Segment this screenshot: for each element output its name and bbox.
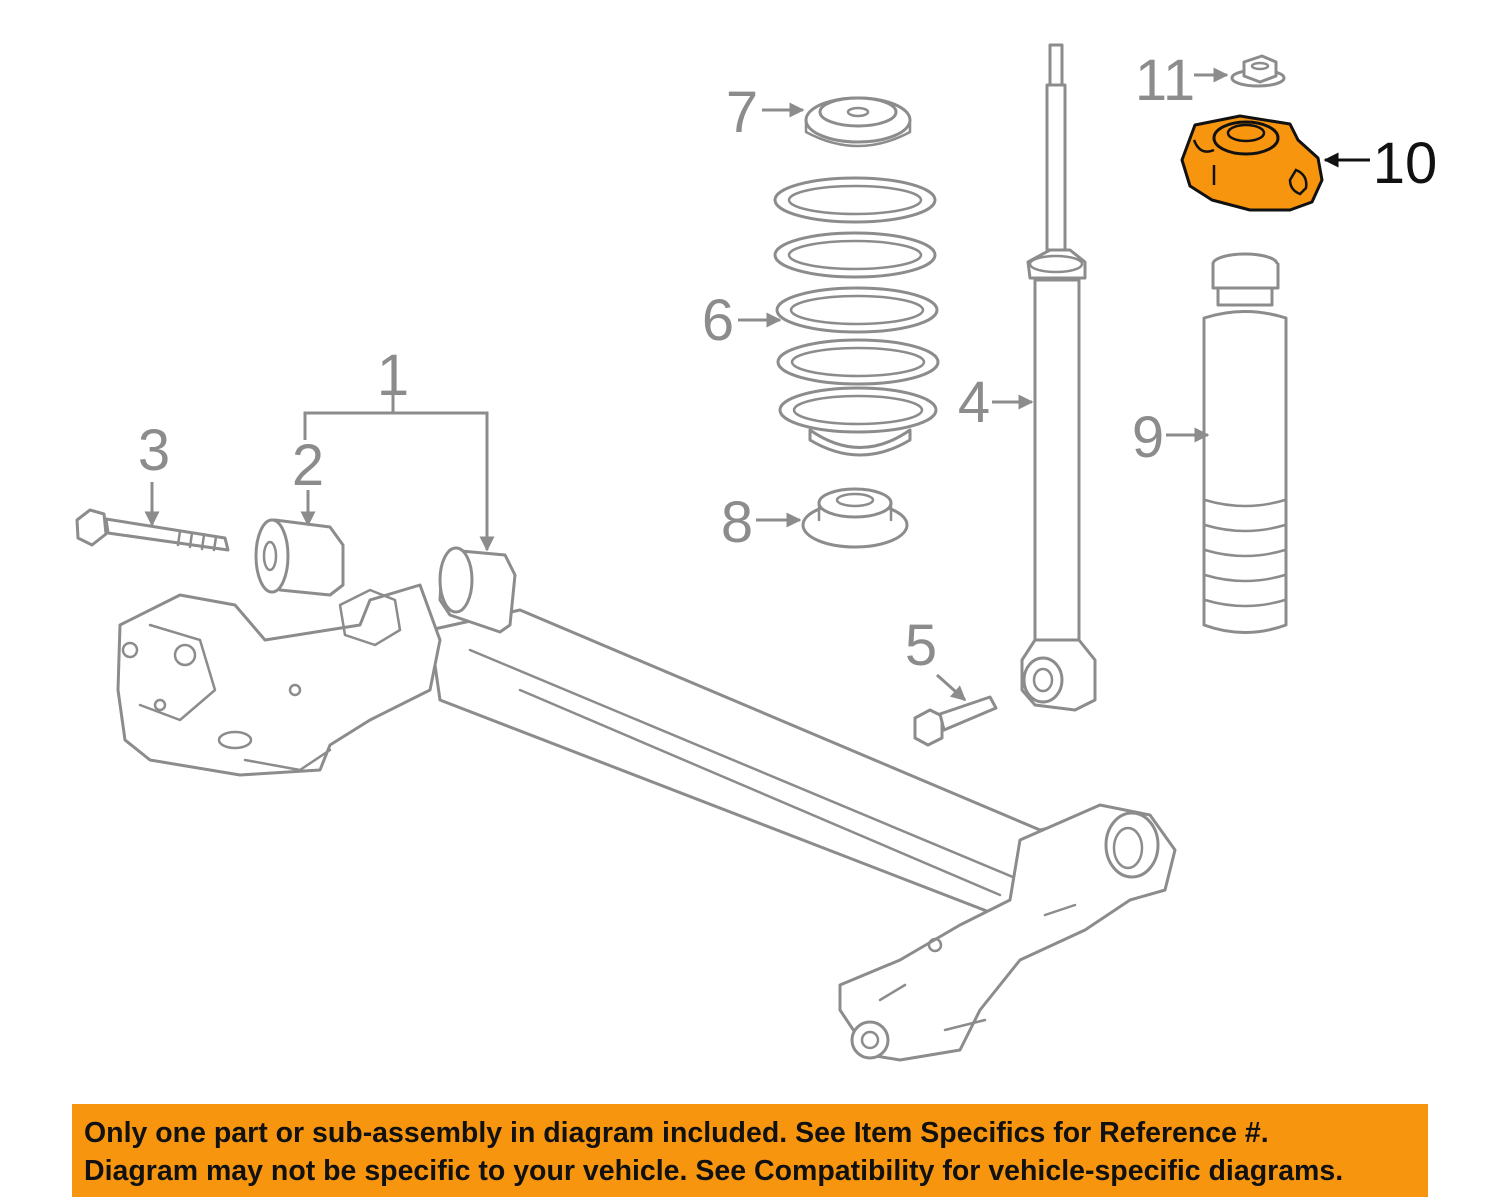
dust-boot [1202,252,1288,634]
callout-2: 2 [292,433,324,498]
leader-lines [144,67,1370,702]
callout-6: 6 [702,288,734,353]
callout-7: 7 [726,80,758,145]
callout-11: 11 [1135,48,1195,113]
upper-spring-seat [804,96,912,148]
callout-labels: 1 2 3 4 5 6 7 8 9 10 11 [138,48,1437,678]
lower-spring-seat [801,487,909,549]
notice-line-2: Diagram may not be specific to your vehi… [84,1155,1344,1187]
callout-5: 5 [905,613,937,678]
rear-axle-beam [116,546,1177,1062]
flange-nut [1230,54,1286,88]
callout-1: 1 [377,343,409,408]
notice-banner-background [72,1104,1428,1197]
shock-bolt [913,695,998,747]
coil-spring [773,176,940,457]
axle-bushing [254,518,345,597]
axle-bolt [75,508,230,552]
callout-10: 10 [1373,131,1438,196]
upper-shock-mount [1180,114,1324,212]
callout-9: 9 [1132,405,1164,470]
callout-8: 8 [721,490,753,555]
callout-3: 3 [138,418,170,483]
callout-4: 4 [958,370,990,435]
notice-line-1: Only one part or sub-assembly in diagram… [84,1117,1269,1149]
notice-banner: Only one part or sub-assembly in diagram… [72,1104,1428,1197]
shock-absorber [1020,43,1097,712]
